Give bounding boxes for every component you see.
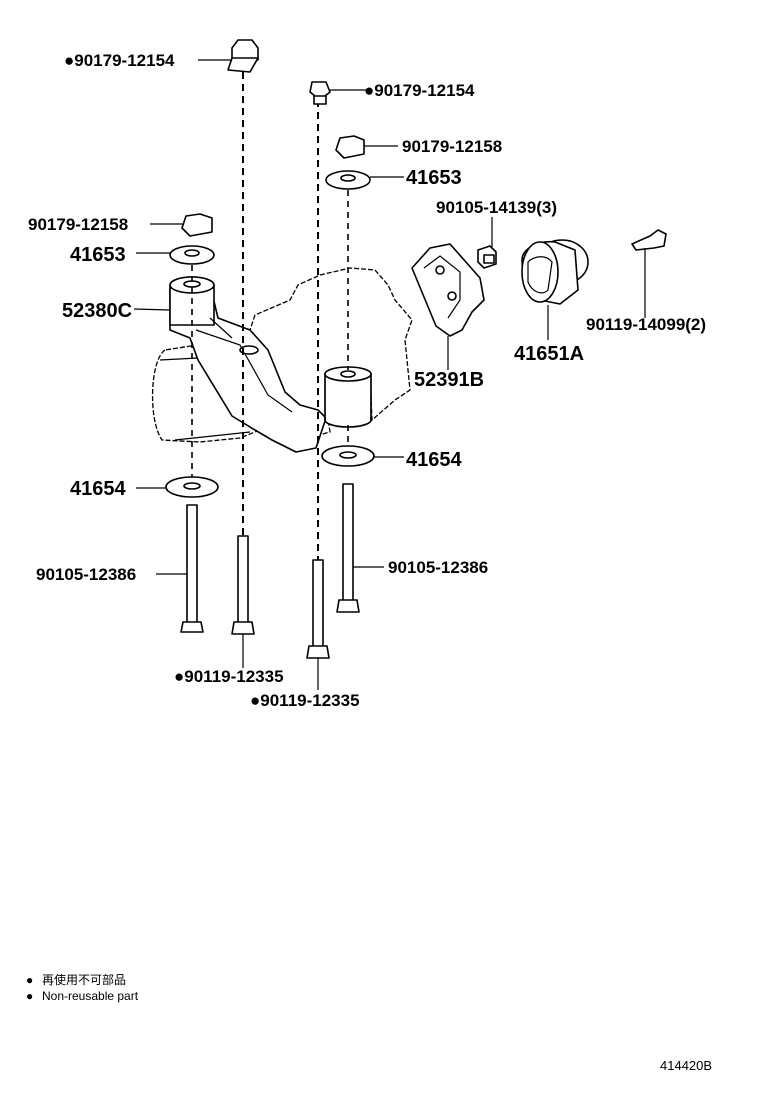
label-bolt-small: 90105-14139(3) [436,198,557,217]
washer-left-shape [165,476,219,498]
label-mount-bracket: 52391B [414,369,484,391]
label-bracket: 52380C [62,300,132,322]
mount-bracket-shape [411,243,485,337]
stopper-center-shape [325,170,371,190]
nut-center-shape [335,135,365,159]
bolt-right-shape [631,229,667,251]
legend-english: Non-reusable part [42,989,139,1003]
alignment-lines [191,72,349,565]
label-stopper-left: 41653 [70,244,126,266]
long-bolt-right-shape [336,483,360,613]
bolt-bottom-2-shape [306,559,330,659]
bolt-bottom-1-shape [231,535,255,635]
label-long-bolt-right: 90105-12386 [388,558,488,577]
leader-lines [133,59,646,690]
label-bolt-top-center: ●90179-12154 [364,81,475,100]
label-washer-center: 41654 [406,449,462,471]
label-bolt-right: 90119-14099(2) [586,315,706,334]
diagram-code: 414420B [660,1058,712,1073]
label-insulator: 41651A [514,343,584,365]
label-bolt-bottom-2: ●90119-12335 [250,691,360,710]
long-bolt-left-shape [180,504,204,633]
label-long-bolt-left: 90105-12386 [36,565,136,584]
label-nut-left: 90179-12158 [28,215,128,234]
label-bolt-bottom-1: ●90119-12335 [174,667,284,686]
label-nut-center: 90179-12158 [402,137,502,156]
bolt-top-center-shape [309,81,331,105]
legend-japanese: 再使用不可部品 [42,972,126,987]
nut-left-shape [181,213,213,237]
stopper-left-shape [169,245,215,265]
legend-bullet-en: ● [26,989,33,1003]
legend-bullet-jp: ● [26,973,33,987]
label-bolt-top-left: ●90179-12154 [64,51,175,70]
bolt-top-left-shape [227,39,259,73]
insulator-ring-shape [521,239,589,305]
small-bolt-shape [477,245,497,269]
label-stopper-center: 41653 [406,167,462,189]
washer-center-shape [321,445,375,467]
center-insulator [324,366,372,428]
label-washer-left: 41654 [70,478,126,500]
